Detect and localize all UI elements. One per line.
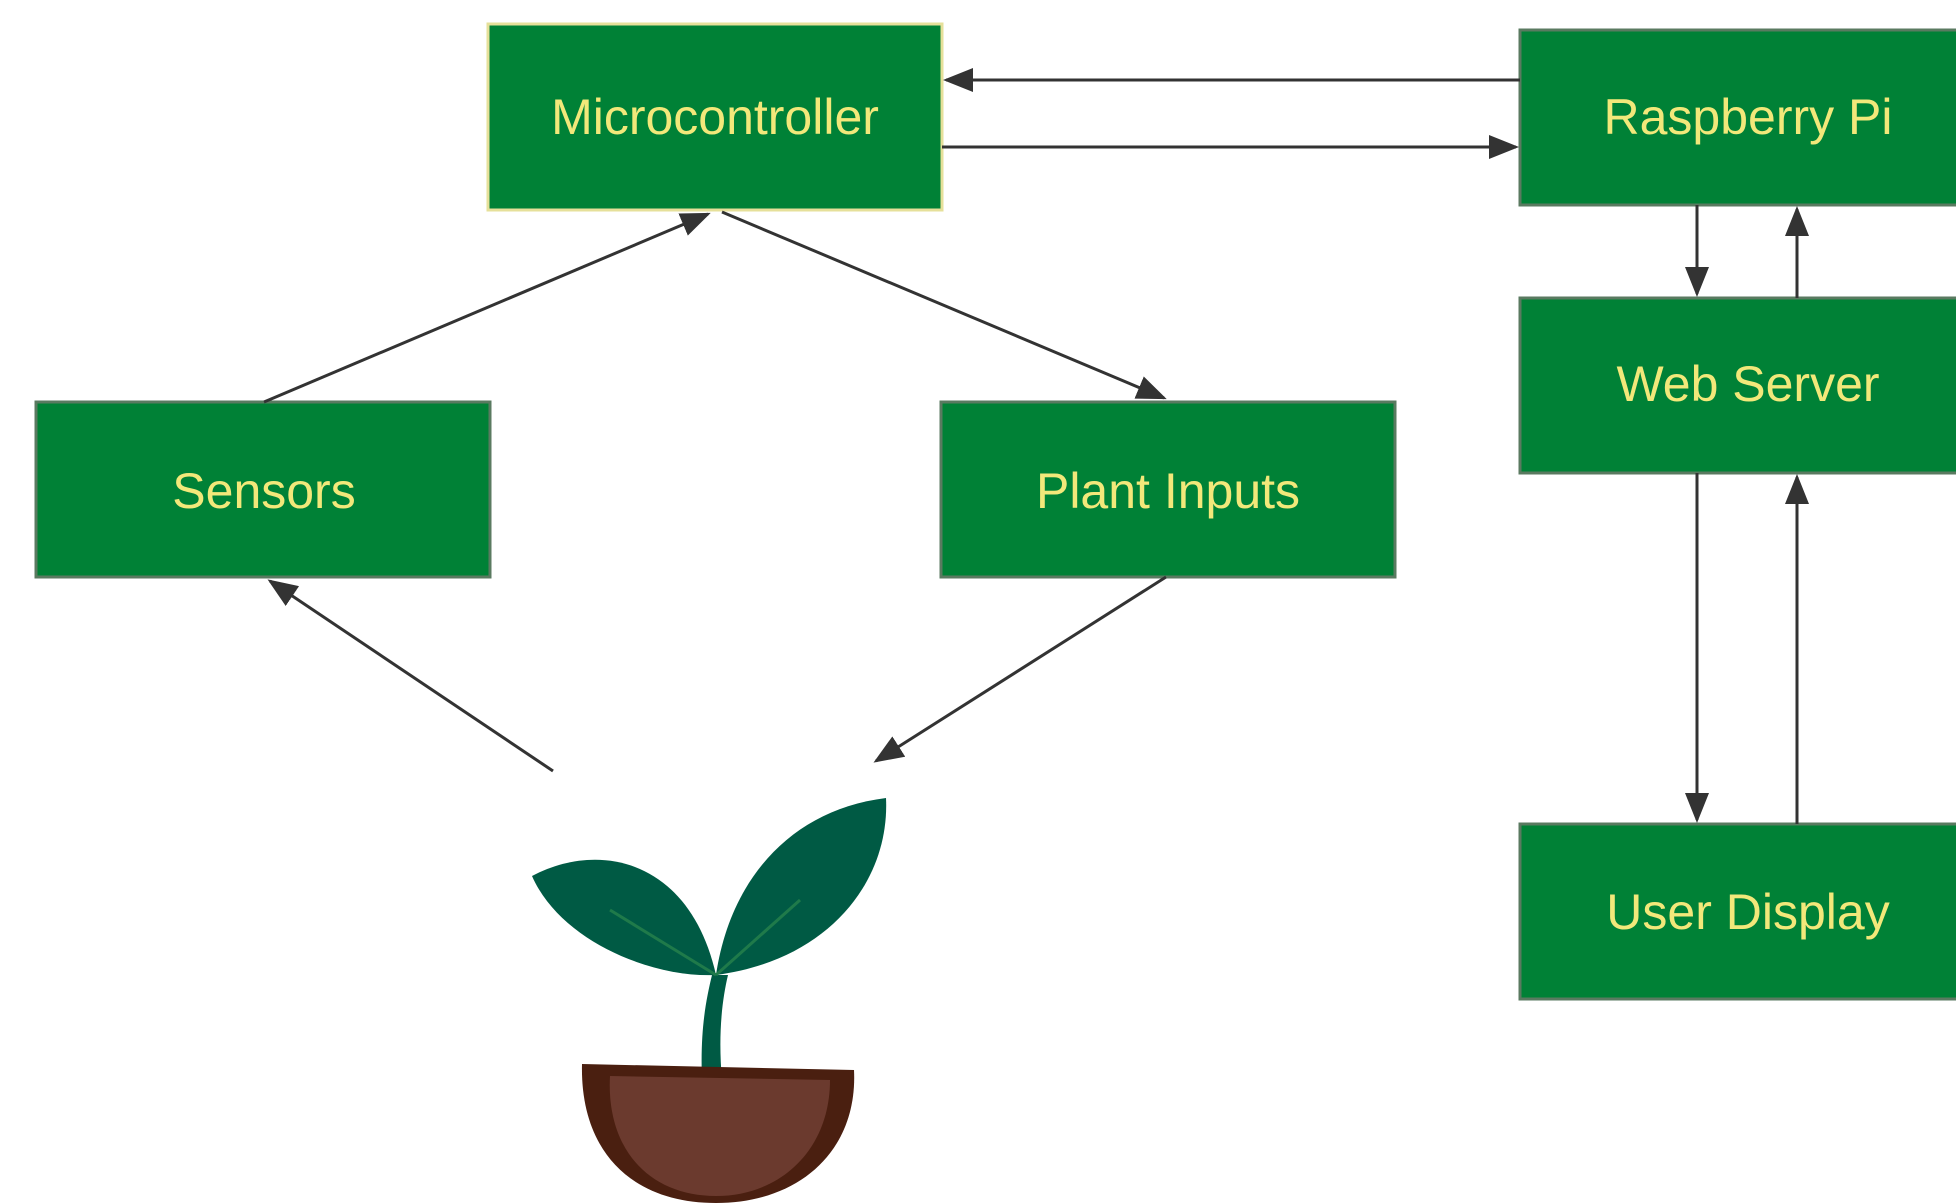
arrow-plant-inputs-to-plant [873,575,1167,763]
arrow-sensors-to-microcontroller [263,212,711,404]
user-display-label: User Display [1606,884,1889,940]
sensors-label: Sensors [172,463,355,519]
arrow-microcontroller-to-plant-inputs [721,210,1167,400]
plant-inputs-node: Plant Inputs [939,400,1397,579]
raspberry-pi-node: Raspberry Pi [1518,28,1956,207]
plant-inputs-label: Plant Inputs [1036,463,1300,519]
user-display-node: User Display [1518,822,1956,1001]
arrow-plant-to-sensors [267,579,554,773]
sensors-node: Sensors [34,400,492,579]
microcontroller-label: Microcontroller [551,89,879,145]
potted-plant-icon [532,798,887,1203]
web-server-node: Web Server [1518,296,1956,475]
web-server-label: Web Server [1616,356,1879,412]
microcontroller-node: Microcontroller [486,22,944,212]
raspberry-pi-label: Raspberry Pi [1604,89,1893,145]
